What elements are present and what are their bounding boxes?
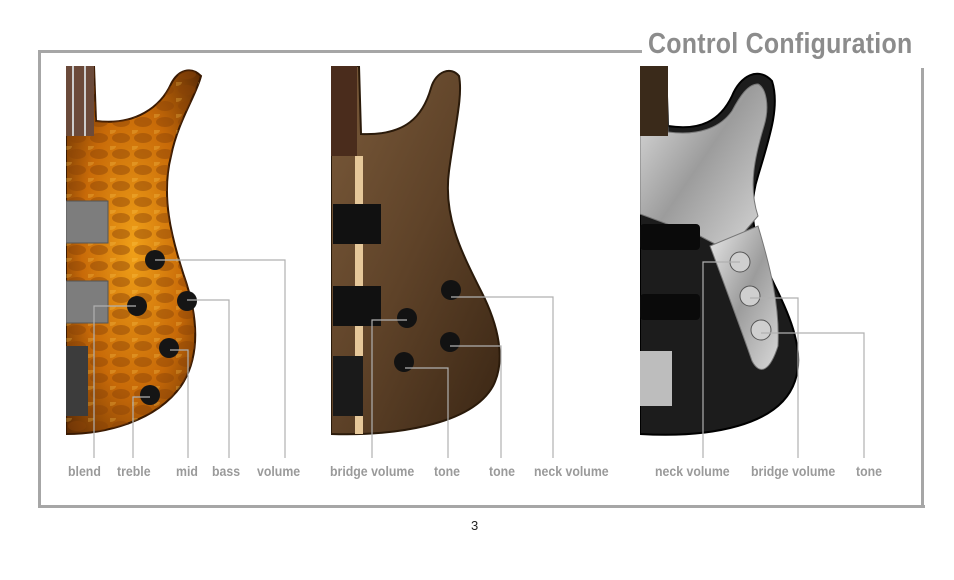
leader-tone-a [405, 367, 449, 458]
leader-neck-volume-3 [702, 261, 740, 458]
frame-bottom-line [38, 505, 925, 508]
label-blend: blend [68, 463, 101, 479]
page-number: 3 [471, 518, 479, 533]
leader-bass [187, 299, 230, 458]
label-volume: volume [257, 463, 301, 479]
frame-right-line [921, 68, 924, 508]
label-tone-b: tone [489, 463, 516, 479]
leader-tone-3 [761, 332, 865, 458]
label-neck-volume-3: neck volume [655, 463, 730, 479]
leader-bridge-volume-3 [750, 297, 799, 458]
leader-treble [132, 396, 150, 458]
frame-top-line [38, 50, 642, 53]
label-mid: mid [176, 463, 198, 479]
label-bridge-volume-3: bridge volume [751, 463, 836, 479]
guitar-image-quilted [66, 66, 203, 436]
leader-tone-b [450, 345, 502, 458]
label-treble: treble [117, 463, 151, 479]
label-tone-a: tone [434, 463, 461, 479]
label-bridge-volume: bridge volume [330, 463, 415, 479]
leader-bridge-volume [371, 319, 407, 458]
guitar-image-walnut [331, 66, 501, 436]
page-title: Control Configuration [648, 28, 913, 60]
leader-blend [93, 305, 136, 458]
guitar-image-black [640, 66, 800, 436]
label-bass: bass [212, 463, 241, 479]
label-tone-3: tone [856, 463, 883, 479]
leader-neck-volume [451, 296, 554, 458]
leader-volume [155, 259, 286, 458]
leader-mid [170, 349, 189, 458]
label-neck-volume: neck volume [534, 463, 609, 479]
frame-left-line [38, 50, 41, 508]
